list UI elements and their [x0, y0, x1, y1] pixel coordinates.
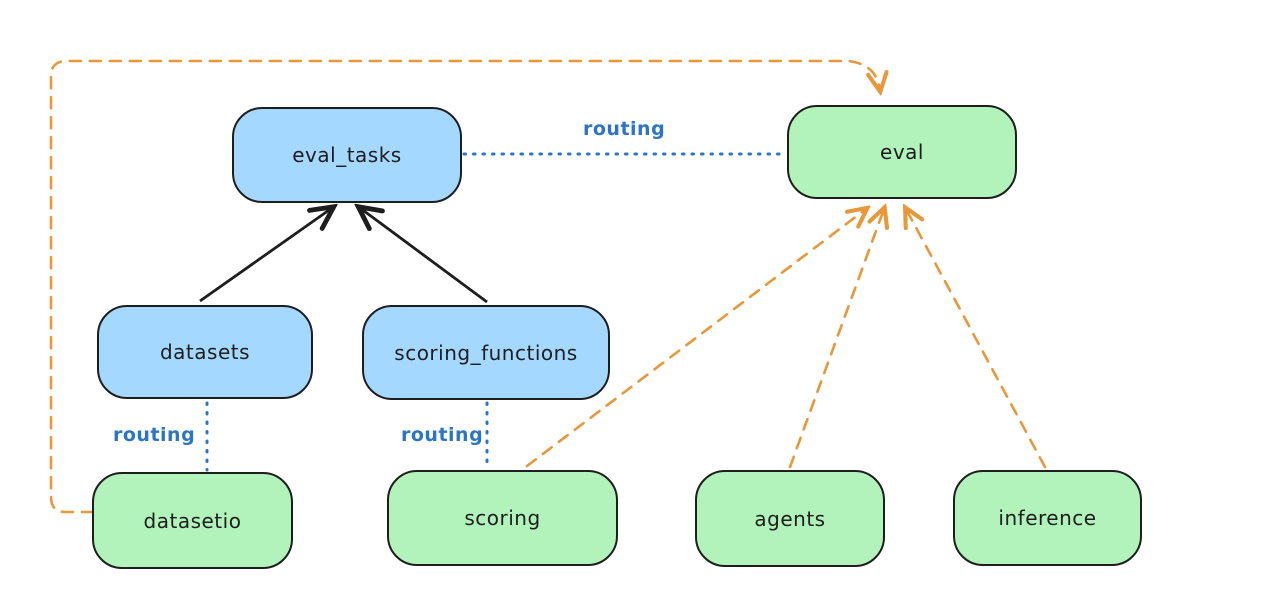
- edge-scoring-functions-to-eval-tasks: [360, 208, 488, 304]
- node-eval-tasks-label: eval_tasks: [292, 143, 402, 167]
- node-eval-tasks: eval_tasks: [232, 107, 462, 203]
- edge-agents-to-eval: [788, 209, 884, 469]
- node-datasetio: datasetio: [92, 472, 293, 569]
- node-datasets-label: datasets: [159, 340, 251, 364]
- node-eval-label: eval: [880, 140, 924, 164]
- node-scoring-label: scoring: [464, 506, 541, 530]
- node-inference-label: inference: [998, 506, 1097, 530]
- edge-label-routing-middle: routing: [401, 424, 484, 446]
- node-agents: agents: [695, 470, 885, 567]
- node-scoring-functions-label: scoring_functions: [394, 340, 578, 365]
- node-datasetio-label: datasetio: [143, 508, 242, 533]
- edge-label-routing-top: routing: [583, 118, 666, 140]
- edge-scoring-to-eval: [525, 209, 866, 468]
- node-agents-label: agents: [754, 506, 826, 531]
- node-datasets: datasets: [97, 305, 313, 399]
- edge-datasets-to-eval-tasks: [199, 208, 332, 303]
- edge-datasetio-to-eval: [49, 59, 880, 514]
- edge-inference-to-eval: [906, 209, 1047, 469]
- node-scoring-functions: scoring_functions: [362, 305, 610, 400]
- edge-label-routing-left: routing: [113, 424, 196, 446]
- node-inference: inference: [953, 470, 1142, 566]
- node-eval: eval: [787, 105, 1017, 199]
- node-scoring: scoring: [387, 470, 618, 566]
